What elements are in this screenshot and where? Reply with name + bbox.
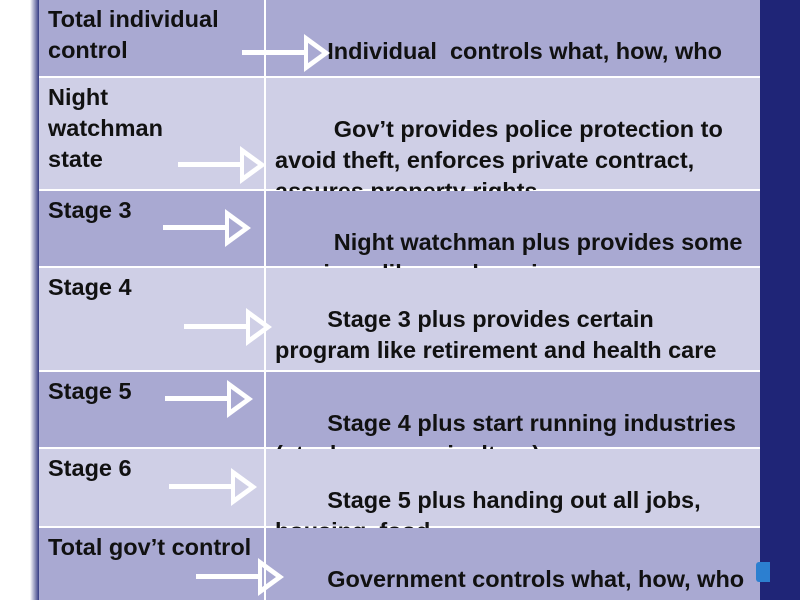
table-row: Stage 5 Stage 4 plus start running indus… [39, 372, 760, 467]
control-spectrum-table: Total individual control Individual cont… [39, 0, 760, 600]
right-arrow-icon [169, 466, 259, 510]
table-row: Stage 4 Stage 3 plus provides certain pr… [39, 268, 760, 372]
row-label: Stage 3 [48, 197, 132, 223]
row-description: Stage 3 plus provides certain program li… [275, 306, 717, 363]
row-label-cell: Stage 6 [39, 449, 266, 526]
table-row: Night watchman state Gov’t provides poli… [39, 78, 760, 204]
row-label: Stage 6 [48, 455, 132, 481]
table-row: Stage 6 Stage 5 plus handing out all job… [39, 449, 760, 544]
row-label: Stage 5 [48, 378, 132, 404]
row-description-cell: Government controls what, how, who [266, 528, 760, 600]
row-description-cell: Stage 3 plus provides certain program li… [266, 268, 760, 370]
row-description: Individual controls what, how, who [327, 38, 722, 64]
row-label: Stage 4 [48, 274, 132, 300]
row-description-cell: Night watchman plus provides some servic… [266, 191, 760, 286]
row-label-cell: Total gov’t control [39, 528, 284, 600]
right-arrow-icon [163, 207, 253, 251]
right-arrow-icon [178, 144, 268, 188]
row-label: Total individual control [48, 6, 219, 63]
row-label: Night watchman state [48, 84, 163, 172]
right-arrow-icon [196, 556, 286, 600]
table-row: Total gov’t control Government controls … [39, 528, 760, 600]
row-label-cell: Stage 3 [39, 191, 266, 266]
table-row: Total individual control Individual cont… [39, 0, 760, 78]
row-description-cell: Gov’t provides police protection to avoi… [266, 78, 760, 204]
row-label-cell: Stage 5 [39, 372, 266, 447]
right-arrow-icon [165, 378, 255, 422]
right-arrow-icon [242, 32, 332, 76]
row-label-cell: Stage 4 [39, 268, 272, 370]
row-label-cell: Total individual control [39, 0, 330, 76]
logo-fragment [756, 562, 770, 582]
row-label-cell: Night watchman state [39, 78, 266, 189]
row-label: Total gov’t control [48, 534, 252, 560]
row-description-cell: Stage 5 plus handing out all jobs, housi… [266, 449, 760, 544]
row-description-cell: Stage 4 plus start running industries (s… [266, 372, 760, 467]
table-row: Stage 3 Night watchman plus provides som… [39, 191, 760, 286]
row-description-cell: Individual controls what, how, who [266, 0, 760, 76]
right-arrow-icon [184, 306, 274, 350]
row-description: Government controls what, how, who [327, 566, 745, 592]
